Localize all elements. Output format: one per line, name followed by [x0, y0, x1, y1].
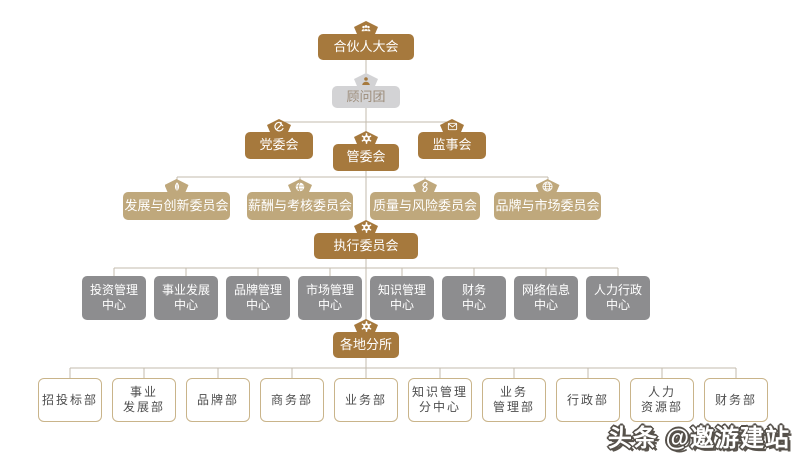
node-label: 知识管理 [377, 283, 426, 297]
node-advisory-group: 顾问团 [332, 73, 400, 108]
node-label: 业务部 [344, 392, 387, 407]
node-partners-meeting: 合伙人大会 [318, 21, 414, 60]
node-label: 分中心 [418, 400, 461, 414]
gear-icon [354, 131, 378, 146]
node-center-business-development: 事业发展 中心 [154, 276, 218, 320]
node-label: 中心 [605, 298, 630, 312]
node-label: 中心 [461, 298, 486, 312]
node-dept-bidding: 招投标部 [38, 378, 102, 422]
leaf-icon [164, 179, 189, 194]
node-center-network-info: 网络信息 中心 [514, 276, 578, 320]
node-center-market: 市场管理 中心 [298, 276, 362, 320]
gear-icon [354, 319, 378, 334]
node-label: 中心 [245, 298, 270, 312]
node-label: 中心 [317, 298, 342, 312]
node-label: 各地分所 [339, 336, 392, 352]
node-committee-compensation-assessment: 薪酬与考核委员会 [247, 179, 353, 220]
node-management-committee: 管委会 [333, 131, 399, 171]
node-label: 品牌部 [196, 392, 239, 407]
node-dept-knowledge-subcenter: 知识管理 分中心 [408, 378, 472, 422]
node-label: 资源部 [640, 400, 683, 414]
node-label: 人力 [647, 385, 676, 399]
node-center-knowledge: 知识管理 中心 [370, 276, 434, 320]
node-center-brand: 品牌管理 中心 [226, 276, 290, 320]
node-label: 网络信息 [521, 283, 570, 297]
sphere-icon [288, 179, 312, 194]
node-label: 发展与创新委员会 [124, 197, 229, 213]
node-label: 中心 [101, 298, 126, 312]
node-label: 市场管理 [305, 283, 354, 297]
node-center-investment: 投资管理 中心 [82, 276, 146, 320]
party-emblem-icon [267, 119, 291, 134]
node-committee-brand-market: 品牌与市场委员会 [494, 179, 601, 220]
node-label: 执行委员会 [333, 237, 399, 253]
node-label: 顾问团 [346, 88, 386, 104]
watermark-text: 头条 @邀游建站 [607, 425, 790, 452]
node-label: 商务部 [270, 392, 313, 407]
node-dept-operations: 业务部 [334, 378, 398, 422]
node-center-hr-admin: 人力行政 中心 [586, 276, 650, 320]
node-label: 管委会 [346, 149, 386, 165]
node-label: 合伙人大会 [333, 38, 399, 54]
people-group-icon [354, 21, 378, 36]
node-supervisory-board: 监事会 [418, 119, 486, 159]
node-label: 投资管理 [89, 283, 138, 297]
gear-icon [354, 220, 378, 235]
node-label: 品牌管理 [233, 283, 282, 297]
node-label: 知识管理 [411, 385, 468, 399]
link-icon [413, 179, 437, 194]
node-label: 中心 [173, 298, 198, 312]
node-committee-development-innovation: 发展与创新委员会 [123, 179, 230, 220]
globe-icon [535, 179, 560, 194]
node-local-branches: 各地分所 [333, 319, 399, 358]
node-executive-committee: 执行委员会 [314, 220, 418, 259]
node-label: 人力行政 [593, 283, 642, 297]
node-label: 事业发展 [161, 283, 210, 297]
node-label: 事业 [129, 385, 158, 399]
envelope-icon [440, 119, 464, 134]
node-dept-business-development: 事业 发展部 [112, 378, 176, 422]
node-dept-operations-management: 业务 管理部 [482, 378, 546, 422]
node-label: 财务 [461, 283, 486, 297]
node-center-finance: 财务 中心 [442, 276, 506, 320]
node-label: 中心 [389, 298, 414, 312]
node-label: 业务 [499, 385, 528, 399]
node-dept-human-resources: 人力 资源部 [630, 378, 694, 422]
node-label: 质量与风险委员会 [372, 197, 477, 213]
node-label: 党委会 [259, 137, 299, 153]
node-label: 招投标部 [41, 392, 98, 407]
node-label: 行政部 [566, 392, 609, 407]
node-label: 监事会 [432, 137, 472, 153]
node-label: 品牌与市场委员会 [495, 197, 600, 213]
node-dept-finance: 财务部 [704, 378, 768, 422]
node-label: 中心 [533, 298, 558, 312]
node-dept-commerce: 商务部 [260, 378, 324, 422]
node-dept-brand: 品牌部 [186, 378, 250, 422]
node-label: 发展部 [122, 400, 165, 414]
node-committee-quality-risk: 质量与风险委员会 [370, 179, 480, 220]
node-label: 财务部 [714, 392, 757, 407]
node-label: 管理部 [492, 400, 535, 414]
person-icon [354, 73, 378, 88]
node-dept-administration: 行政部 [556, 378, 620, 422]
node-party-committee: 党委会 [245, 119, 313, 159]
node-label: 薪酬与考核委员会 [247, 197, 352, 213]
